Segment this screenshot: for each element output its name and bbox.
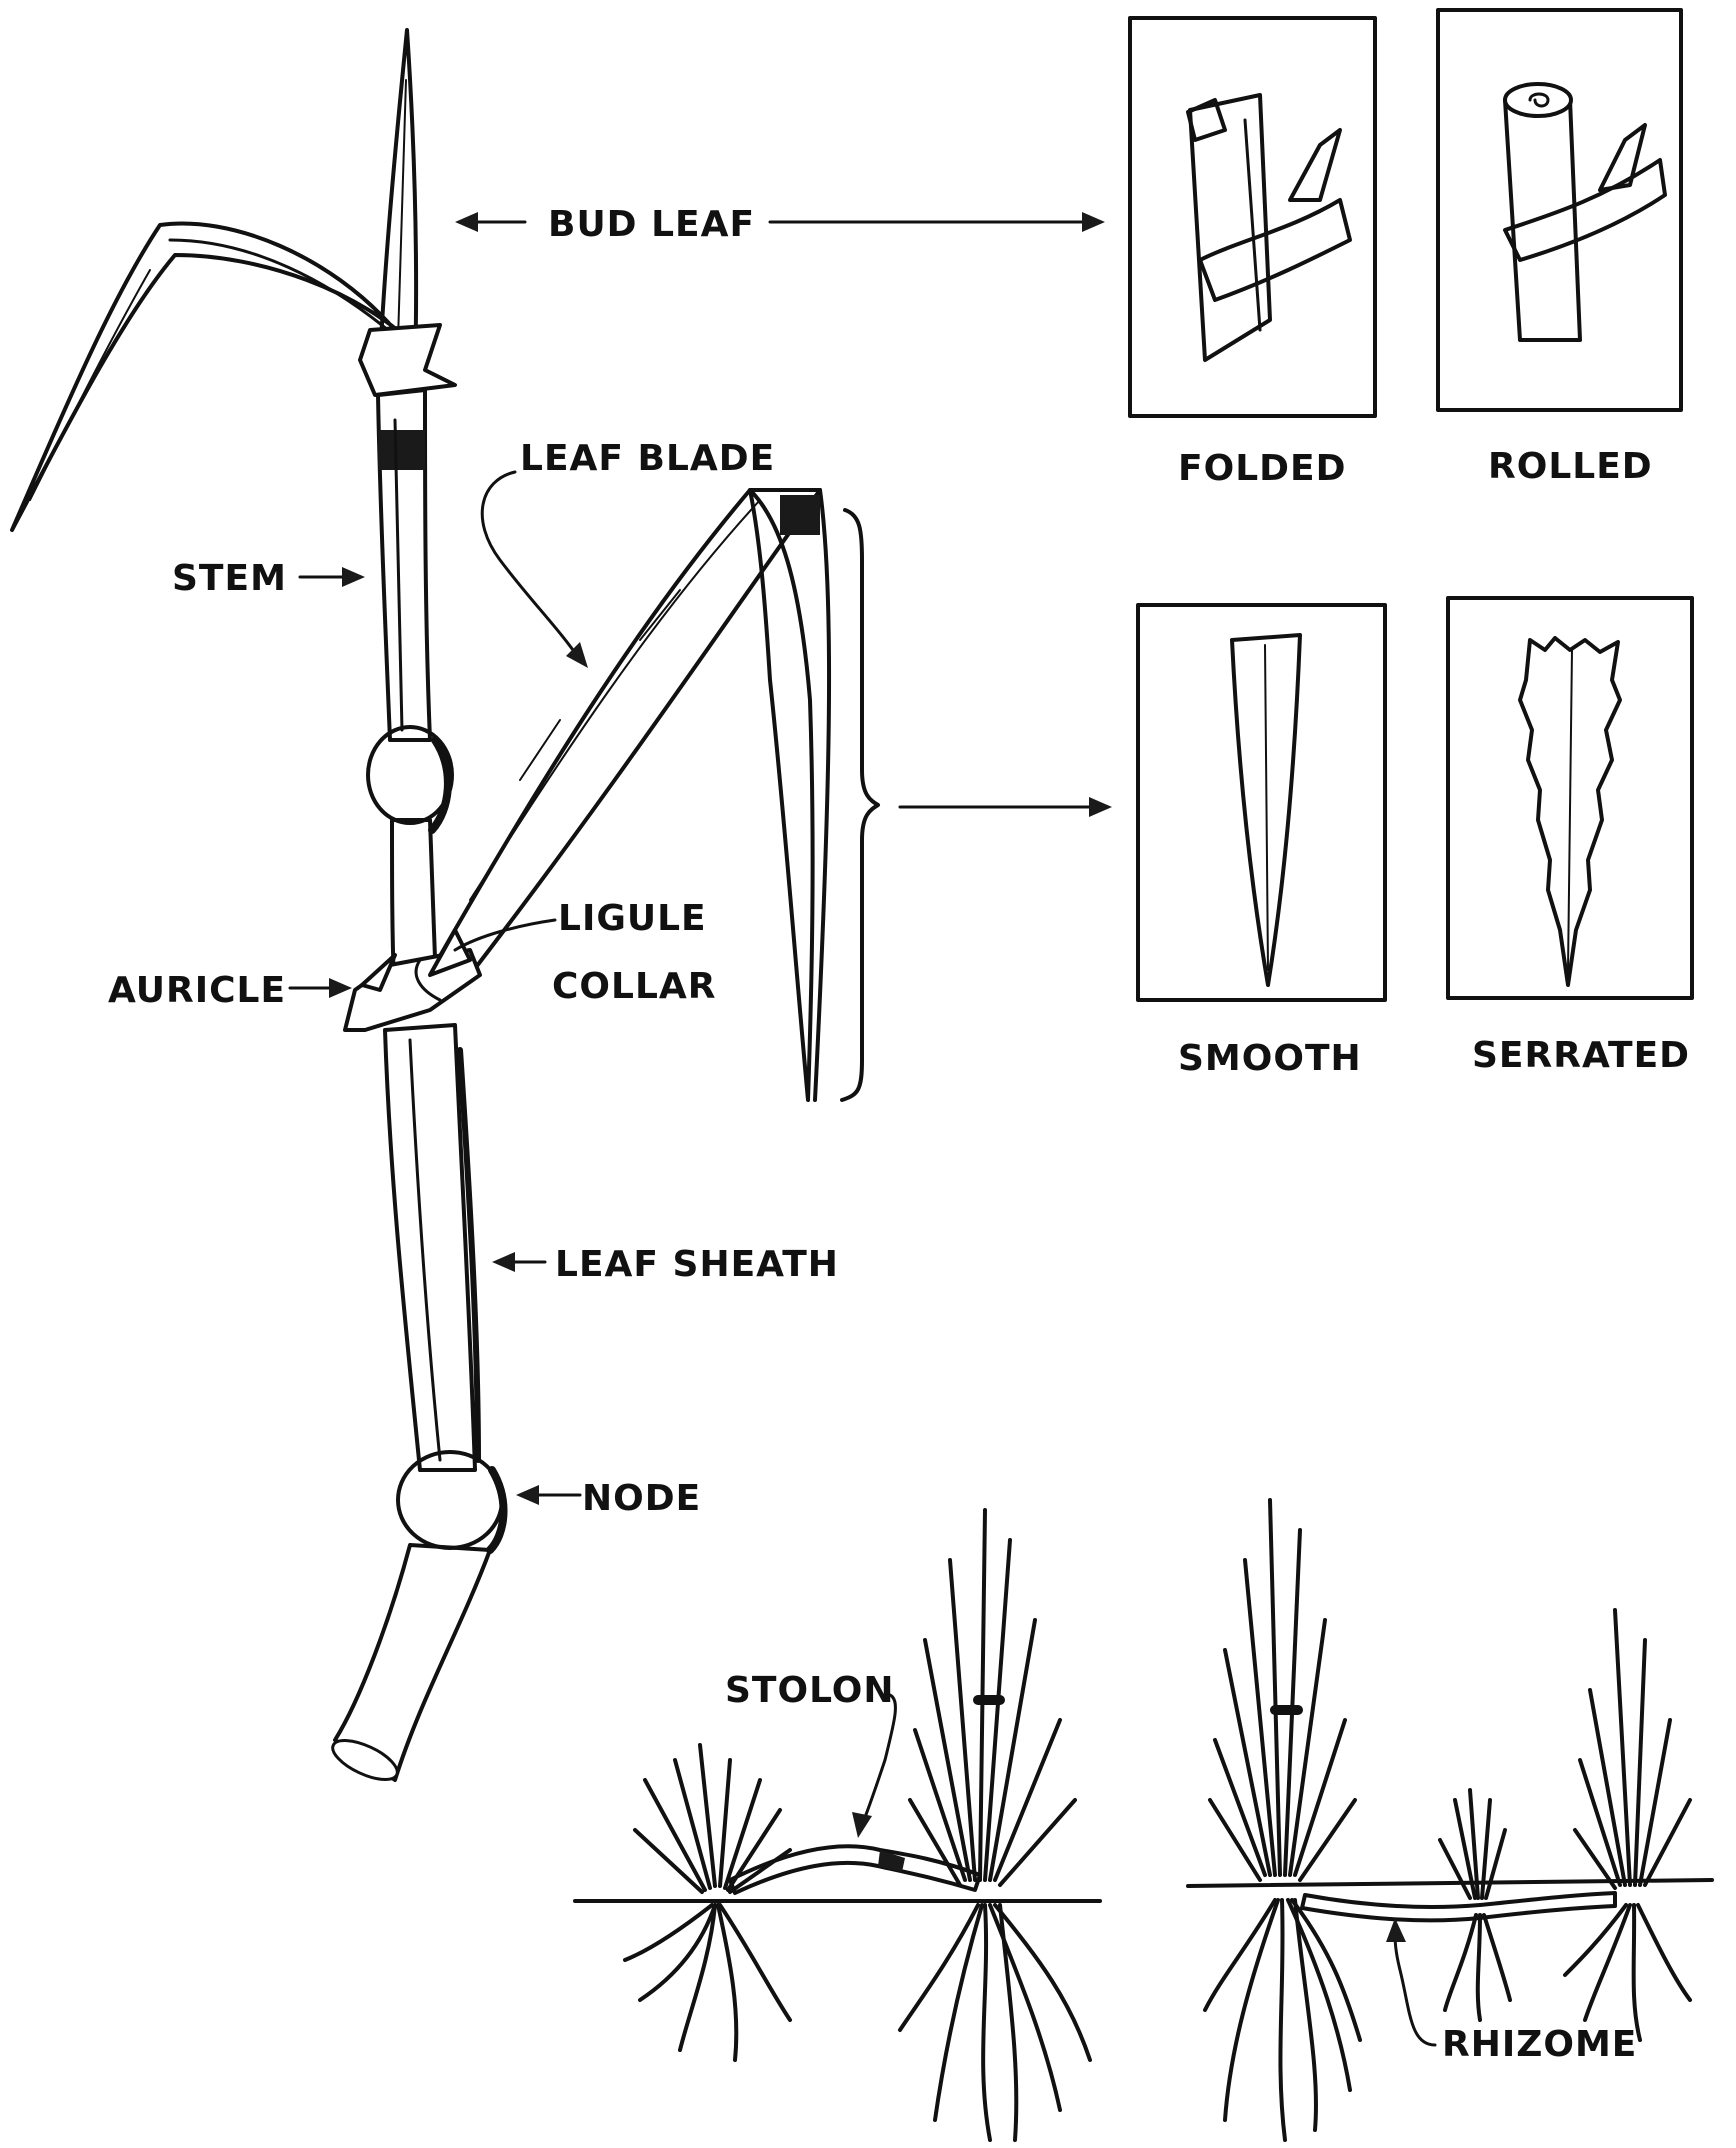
label-leaf-blade: LEAF BLADE [520,438,775,479]
drooping-blade [750,490,813,1100]
grass-stem-illustration [12,30,878,1787]
label-serrated: SERRATED [1472,1035,1690,1076]
stolon-rhizome-illustration: STOLON RHIZOME [575,1500,1712,2140]
label-collar: COLLAR [552,966,716,1007]
label-smooth: SMOOTH [1178,1038,1362,1079]
stolon-plant-tall [900,1510,1090,2140]
label-rhizome: RHIZOME [1442,2024,1637,2065]
label-leaf-sheath: LEAF SHEATH [555,1244,839,1285]
label-stolon: STOLON [725,1670,894,1711]
upper-curled-leaf [12,223,420,530]
label-ligule: LIGULE [558,898,707,939]
leaf-margin-panels: SMOOTH SERRATED [1138,598,1692,1079]
rhizome-connector [1302,1893,1615,1920]
label-stem: STEM [172,558,287,599]
blade-bracket [842,510,878,1100]
label-arrows [290,212,1112,1505]
label-bud-leaf: BUD LEAF [548,204,755,245]
label-rolled: ROLLED [1488,446,1653,487]
label-node: NODE [582,1478,701,1519]
label-auricle: AURICLE [108,970,286,1011]
rhizome-plant-right [1565,1610,1690,2040]
rhizome-plant-tall [1205,1500,1360,2140]
lower-node [398,1452,502,1548]
vernation-panels: FOLDED ROLLED [1130,10,1681,489]
label-folded: FOLDED [1178,448,1347,489]
